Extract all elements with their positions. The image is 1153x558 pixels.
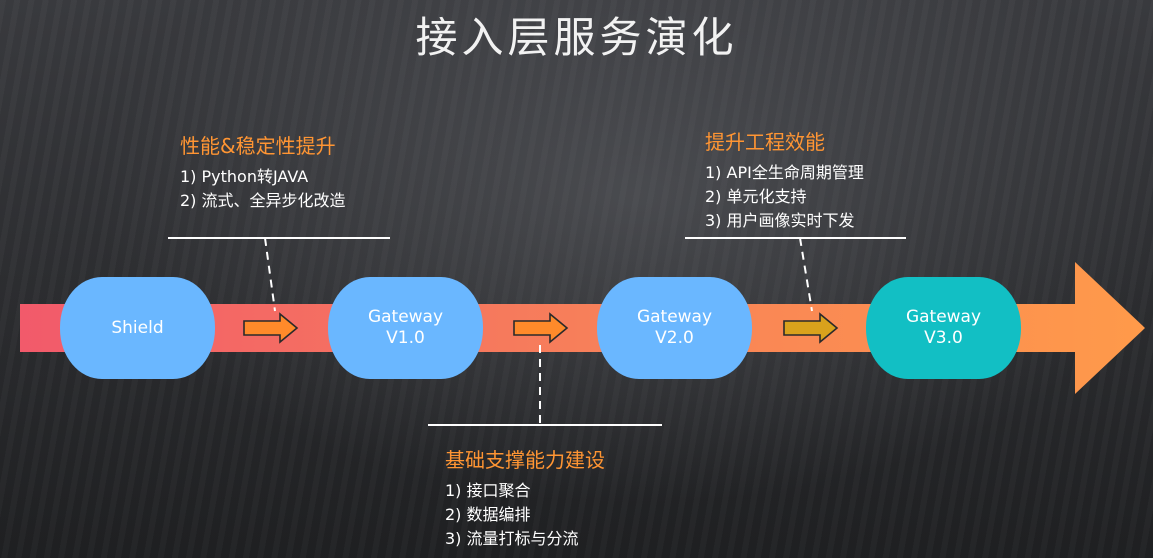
- node-version: V3.0: [924, 328, 963, 348]
- annotation-item: 1) Python转JAVA: [180, 167, 309, 186]
- annotation-item: 3) 用户画像实时下发: [705, 211, 855, 230]
- annotation-item: 1) API全生命周期管理: [705, 163, 864, 182]
- step-arrow-icon: [513, 312, 569, 344]
- node-label: Shield: [111, 317, 164, 338]
- node-gateway-v1: Gateway V1.0: [328, 277, 483, 379]
- connector-dashed: [799, 237, 813, 312]
- step-arrow-icon: [243, 312, 299, 344]
- annotation-performance: 性能&稳定性提升 1) Python转JAVA 2) 流式、全异步化改造: [180, 130, 346, 213]
- node-gateway-v3: Gateway V3.0: [866, 277, 1021, 379]
- annotation-infrastructure: 基础支撑能力建设 1) 接口聚合 2) 数据编排 3) 流量打标与分流: [445, 444, 605, 551]
- annotation-heading: 性能&稳定性提升: [180, 134, 336, 158]
- annotation-heading: 提升工程效能: [705, 130, 825, 154]
- step-arrow-icon: [783, 312, 839, 344]
- connector-dashed: [264, 237, 276, 312]
- annotation-item: 3) 流量打标与分流: [445, 529, 579, 548]
- node-version: V2.0: [655, 328, 694, 348]
- annotation-item: 1) 接口聚合: [445, 481, 531, 500]
- node-version: V1.0: [386, 328, 425, 348]
- page-title: 接入层服务演化: [415, 13, 738, 62]
- annotation-heading: 基础支撑能力建设: [445, 448, 605, 472]
- annotation-item: 2) 流式、全异步化改造: [180, 191, 346, 210]
- annotation-item: 2) 数据编排: [445, 505, 531, 524]
- node-label: Gateway: [367, 307, 444, 327]
- node-label: Gateway: [636, 307, 713, 327]
- node-shield: Shield: [60, 277, 215, 379]
- annotation-item: 2) 单元化支持: [705, 187, 807, 206]
- flow-arrow: [20, 262, 1145, 394]
- node-gateway-v2: Gateway V2.0: [597, 277, 752, 379]
- node-label: Gateway: [905, 307, 982, 327]
- annotation-efficiency: 提升工程效能 1) API全生命周期管理 2) 单元化支持 3) 用户画像实时下…: [705, 126, 864, 233]
